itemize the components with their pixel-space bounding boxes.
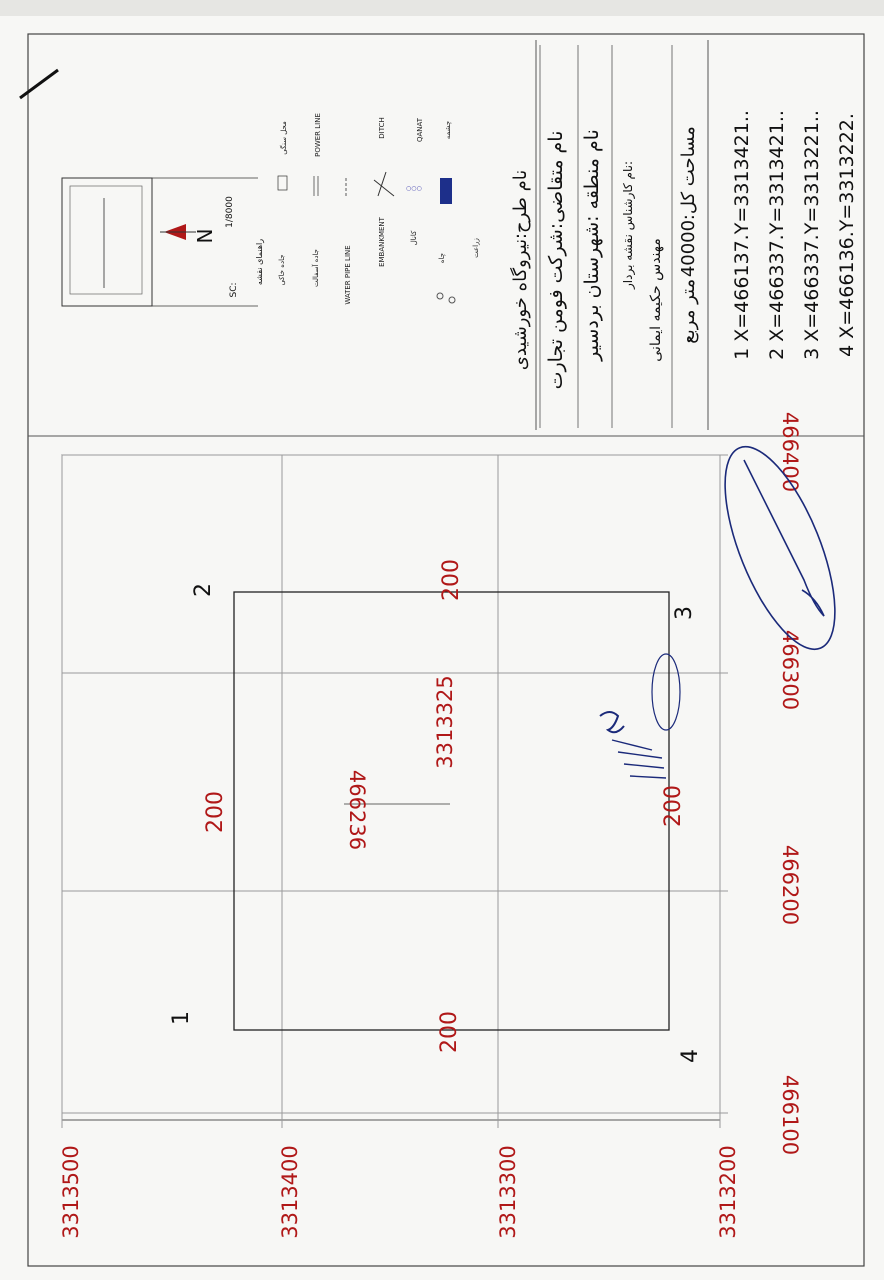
svg-text:○○○: ○○○ (406, 185, 422, 192)
grid-y-label: 3313500 (59, 1145, 83, 1239)
legend-label: EMBANKMENT (378, 216, 386, 267)
side-length: 200 (661, 785, 686, 827)
parcel-side-lengths: 200 200 200 200 (203, 559, 686, 1053)
region-value: شهرستان بردسیر (581, 222, 603, 362)
signature (724, 445, 836, 651)
parcel-corners: 1 2 3 4 (169, 583, 703, 1063)
location-inset (69, 185, 143, 295)
corner-label: 4 (678, 1049, 703, 1063)
scale-value: 1/8000 (225, 196, 235, 228)
parcel-boundary (233, 591, 670, 1031)
coordinates-list: 1 X=466137.Y=3313421.. 2 X=466337.Y=3313… (731, 110, 858, 360)
legend-alt-label: محل سنگی (279, 121, 288, 155)
coord-2: 2 X=466337.Y=3313421.. (766, 110, 788, 360)
grid-x-label: 466100 (778, 1075, 802, 1155)
pen-mark (19, 68, 59, 100)
legend-row-water-pipe: WATER PIPE LINE (344, 178, 352, 305)
scale-label: SC: (229, 282, 239, 297)
north-label: N (193, 229, 217, 244)
surveyor-stamp (599, 653, 681, 779)
legend-label: جاده خاکی (278, 254, 286, 285)
legend-row-embankment: EMBANKMENT DITCH (373, 117, 395, 267)
legend-title: راهنمای نقشه (255, 239, 264, 285)
area-label: مساحت کل: (678, 126, 699, 220)
applicant-label: نام متقاضی: (545, 131, 567, 230)
legend-label: کانال (410, 230, 418, 245)
surveyor-value: مهندس حکیمه ایمانی (648, 238, 664, 361)
grid-x-label: 466200 (778, 845, 802, 925)
grid-labels: 466100 466200 466300 466400 3313200 3313… (59, 412, 802, 1239)
corner-label: 2 (191, 583, 216, 597)
side-length: 200 (437, 1011, 462, 1053)
grid-x-label: 466300 (778, 630, 802, 710)
legend-row-canal: ○○○ کانال QANAT (406, 117, 424, 245)
corner-label: 3 (672, 606, 697, 620)
coord-4: 4 X=466136.Y=3313222. (836, 113, 858, 357)
legend-alt-label: چشمه (444, 121, 452, 139)
region-label: نام منطقه : (581, 129, 603, 222)
applicant-value: شرکت فومن تجارت (545, 229, 567, 389)
svg-text:مساحت کل: 40000 مت: مساحت کل: 40000 متر مربع (678, 126, 699, 344)
legend-label: جاده آسفالت (311, 249, 320, 287)
legend-alt-label: DITCH (378, 117, 386, 138)
grid-y-label: 3313400 (278, 1145, 302, 1239)
location-inset-frame (61, 177, 153, 307)
grid-x-label: 466400 (778, 412, 802, 492)
north-arrow-icon (160, 224, 196, 240)
legend-row-farmland: زراعت (436, 238, 480, 304)
svg-text:نام متقاضی: شرکت فومن تج: نام متقاضی: شرکت فومن تجارت (545, 131, 567, 390)
legend: N 1/8000 SC: راهنمای نقشه جاده خاکی محل … (61, 113, 480, 307)
svg-text:نام طرح: نیروگاه خورشیدی: نام طرح: نیروگاه خورشیدی (509, 170, 531, 371)
legend-label: زراعت (472, 238, 480, 258)
corner-label: 1 (169, 1011, 194, 1025)
svg-text:نام منطقه : شهرستان بردس: نام منطقه : شهرستان بردسیر (581, 129, 603, 362)
plan-value: نیروگاه خورشیدی (509, 239, 531, 370)
surveyor-label: نام کارشناس نقشه بردار: (621, 161, 636, 290)
sheet-frame (27, 33, 865, 1267)
plan-label: نام طرح: (510, 170, 531, 239)
side-length: 200 (203, 791, 228, 833)
legend-row-well: چاه چشمه (438, 121, 452, 263)
center-x: 466236 (345, 770, 369, 850)
center-y: 3313325 (433, 675, 457, 769)
legend-alt-label: QANAT (416, 117, 424, 142)
legend-label: چاه (438, 253, 446, 263)
coord-1: 1 X=466137.Y=3313421.. (731, 110, 753, 360)
legend-label: WATER PIPE LINE (344, 245, 352, 304)
sheet-top-edge (0, 0, 884, 16)
side-length: 200 (439, 559, 464, 601)
legend-row-asphalt-road: جاده آسفالت POWER LINE (311, 113, 322, 287)
legend-alt-label: POWER LINE (314, 113, 322, 157)
coordinate-grid (61, 454, 728, 1128)
grid-y-label: 3313200 (716, 1145, 740, 1239)
coord-3: 3 X=466337.Y=3313221.. (801, 110, 823, 360)
grid-y-label: 3313300 (496, 1145, 520, 1239)
area-value: 40000 (678, 220, 699, 277)
area-unit: متر مربع (678, 279, 699, 344)
title-block: نام طرح: نیروگاه خورشیدی نام متقاضی: شرک… (509, 45, 699, 428)
legend-row-dirt-road: جاده خاکی محل سنگی (277, 121, 288, 286)
